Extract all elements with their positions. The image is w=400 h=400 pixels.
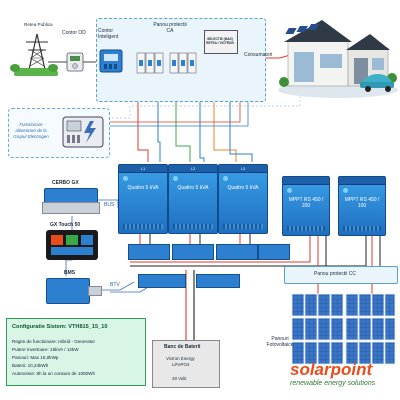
dc-busbar bbox=[172, 244, 214, 260]
smart-meter-label: Contor Inteligent bbox=[98, 28, 119, 40]
house-icon bbox=[278, 20, 398, 98]
brand-name: solarpoint bbox=[290, 360, 373, 379]
inverter-phase: L3 bbox=[219, 165, 267, 173]
vent-grill bbox=[343, 226, 381, 231]
cerbo-base bbox=[42, 202, 100, 214]
status-led-icon bbox=[123, 176, 128, 181]
mppt-model: MPPT RS 450 / 100 bbox=[344, 197, 380, 209]
inverter-model: Quattro 5 kVA bbox=[227, 185, 259, 191]
dc-panel-title: Panou protectii CC bbox=[314, 271, 356, 277]
dc-protection-panel bbox=[284, 266, 398, 284]
gx-touch-screen bbox=[46, 230, 98, 260]
system-config-box: Configuratie Sistem: VTH815_15_10 Regim … bbox=[6, 318, 146, 386]
config-line: Autonomie: 8h la un consum de 1000Wh bbox=[12, 371, 95, 376]
touch-tile bbox=[66, 235, 78, 245]
battery-brand: Victron Energy bbox=[166, 356, 195, 361]
generator-note: Functionare alimentare de la Grupul Elec… bbox=[13, 122, 49, 139]
gx-touch-label: GX Touch 50 bbox=[50, 222, 81, 228]
cerbo-label: CERBO GX bbox=[52, 180, 79, 186]
grass-icon bbox=[14, 68, 58, 76]
inverter-model: Quattro 5 kVA bbox=[177, 185, 209, 191]
touch-tile bbox=[51, 247, 93, 255]
status-led-icon bbox=[223, 176, 228, 181]
bms-device bbox=[46, 278, 90, 304]
battery-chemistry: LiFePO4 bbox=[172, 362, 190, 367]
generator-icon bbox=[62, 116, 104, 148]
mppt-1: MPPT RS 450 / 200 bbox=[282, 176, 330, 236]
battery-title: Banc de Baterii bbox=[164, 344, 201, 350]
pylon-icon bbox=[26, 33, 48, 75]
vent-grill bbox=[173, 224, 213, 229]
bush-icon bbox=[10, 64, 20, 72]
consumers-label: Consumatori bbox=[244, 52, 273, 58]
vent-grill bbox=[123, 224, 163, 229]
status-led-icon bbox=[287, 188, 292, 193]
grid-label: Retea Publica bbox=[24, 22, 53, 27]
touch-tile bbox=[81, 235, 93, 245]
shunt-device bbox=[196, 274, 240, 288]
config-line: Putere Invertoare: 15kVA / 12kW bbox=[12, 347, 79, 352]
pv-label: Panouri Fotovoltaice bbox=[266, 336, 294, 348]
inverter-l1: L1 Quattro 5 kVA bbox=[118, 164, 168, 234]
smart-meter-icon bbox=[99, 49, 123, 73]
mppt-model: MPPT RS 450 / 200 bbox=[288, 197, 324, 209]
mppt-header bbox=[283, 177, 329, 185]
bms-label: BMS bbox=[64, 270, 76, 276]
vent-grill bbox=[223, 224, 263, 229]
bush-icon bbox=[48, 64, 58, 72]
battery-bank bbox=[152, 340, 220, 388]
vent-grill bbox=[287, 226, 325, 231]
solar-panels-icon bbox=[291, 293, 396, 365]
meter-label: Contor OD bbox=[62, 30, 86, 36]
selector-label: SELECTIE (MAX) RETEA / VICTRON bbox=[206, 37, 234, 45]
config-title: Configuratie Sistem: VTH815_15_10 bbox=[12, 324, 108, 330]
btv-label: BTV bbox=[110, 282, 120, 288]
dc-busbar bbox=[258, 244, 290, 260]
inverter-phase: L1 bbox=[119, 165, 167, 173]
bus-label: BUS bbox=[104, 202, 115, 208]
status-led-icon bbox=[343, 188, 348, 193]
config-line: Regim de functionare: Hibrid - Generator bbox=[12, 339, 95, 344]
inverter-l3: L3 Quattro 5 kVA bbox=[218, 164, 268, 234]
shunt-device bbox=[138, 274, 186, 288]
battery-voltage: 48 Volti bbox=[172, 376, 187, 381]
inverter-model: Quattro 5 kVA bbox=[127, 185, 159, 191]
brand-tagline: renewable energy solutions bbox=[290, 380, 376, 387]
inverter-phase: L2 bbox=[169, 165, 217, 173]
selector-switch bbox=[204, 30, 238, 54]
breaker-group-icon bbox=[136, 52, 197, 74]
config-line: Baterii: 10,24kWh bbox=[12, 363, 49, 368]
solar-panel-array bbox=[290, 292, 396, 392]
dc-busbar bbox=[216, 244, 258, 260]
ac-panel-title: Panou protectii CA bbox=[153, 22, 187, 34]
mppt-header bbox=[339, 177, 385, 185]
mppt-2: MPPT RS 450 / 100 bbox=[338, 176, 386, 236]
config-line: Panouri: Max 15,0kWp bbox=[12, 355, 59, 360]
meter-icon bbox=[66, 52, 84, 72]
dc-busbar bbox=[128, 244, 170, 260]
inverter-l2: L2 Quattro 5 kVA bbox=[168, 164, 218, 234]
touch-tile bbox=[51, 235, 63, 245]
bms-connector bbox=[88, 286, 102, 296]
status-led-icon bbox=[173, 176, 178, 181]
